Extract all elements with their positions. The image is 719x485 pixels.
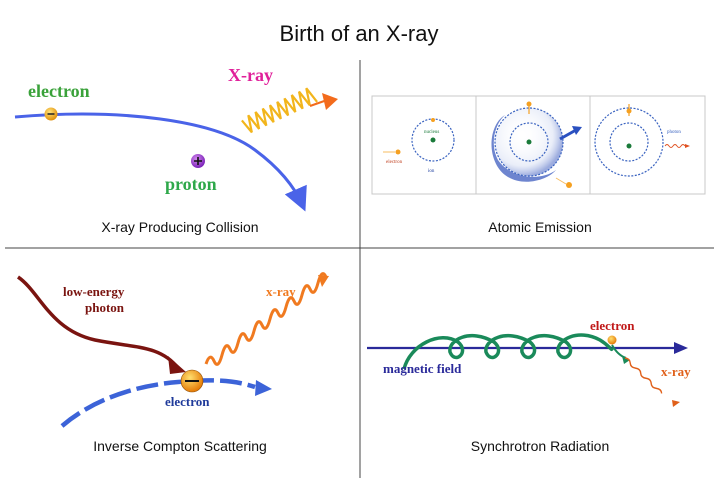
- magnetic-field-label: magnetic field: [383, 361, 462, 376]
- low-energy-photon-path: [16, 275, 180, 370]
- electron-particle-compton: [180, 369, 204, 393]
- electron-label-synchrotron: electron: [590, 318, 635, 333]
- electron-helix: [402, 333, 614, 370]
- xray-wave: [241, 87, 318, 134]
- frame-collision: [491, 101, 582, 188]
- xray-arrowhead-synchrotron: [672, 400, 680, 407]
- photon-arrowhead: [168, 356, 186, 374]
- caption-inverse-compton-scattering: Inverse Compton Scattering: [93, 438, 267, 454]
- proton-particle: [191, 154, 205, 168]
- plus-sign-icon: [194, 157, 202, 165]
- caption-xray-producing-collision: X-ray Producing Collision: [101, 219, 258, 235]
- panel-atomic-emission: nucleus electron ion photon: [371, 95, 706, 235]
- electron-particle: [44, 107, 58, 121]
- electron-small-label: electron: [386, 160, 403, 165]
- electron-particle-synchrotron: [607, 335, 617, 345]
- xray-arrowhead-compton: [318, 275, 329, 287]
- photon-label-lower: photon: [85, 300, 125, 315]
- nucleus-label: nucleus: [424, 130, 439, 135]
- frame-photon-emission: photon: [594, 104, 690, 177]
- xray-wave-compton: [204, 272, 328, 366]
- proton-label: proton: [165, 174, 217, 194]
- diagram-title: Birth of an X-ray: [280, 21, 439, 46]
- electron-track: [14, 112, 307, 212]
- electron-label-compton: electron: [165, 394, 210, 409]
- xray-arrowhead: [322, 93, 338, 110]
- ion-label: ion: [428, 169, 435, 174]
- electron-label: electron: [28, 81, 90, 101]
- electron-track-dashed: [60, 378, 256, 428]
- panel-inverse-compton-scattering: low-energy photon x-ray electron Inverse…: [16, 272, 329, 454]
- xray-label-compton: x-ray: [266, 284, 296, 299]
- xray-arrow-shaft: [309, 98, 331, 107]
- frame-incoming-electron: nucleus electron ion: [383, 118, 455, 174]
- low-energy-label: low-energy: [63, 284, 125, 299]
- panel-xray-producing-collision: electron X-ray proton X-ray Producing Co…: [14, 65, 338, 235]
- electron-track-arrowhead: [255, 380, 272, 396]
- field-arrowhead: [674, 342, 688, 354]
- xray-wave-synchrotron: [624, 357, 663, 394]
- xray-label: X-ray: [228, 65, 273, 85]
- panel-synchrotron-radiation: electron magnetic field x-ray Synchrotro…: [367, 318, 691, 454]
- caption-atomic-emission: Atomic Emission: [488, 219, 591, 235]
- xray-label-synchrotron: x-ray: [661, 364, 691, 379]
- caption-synchrotron-radiation: Synchrotron Radiation: [471, 438, 610, 454]
- photon-label: photon: [667, 130, 681, 135]
